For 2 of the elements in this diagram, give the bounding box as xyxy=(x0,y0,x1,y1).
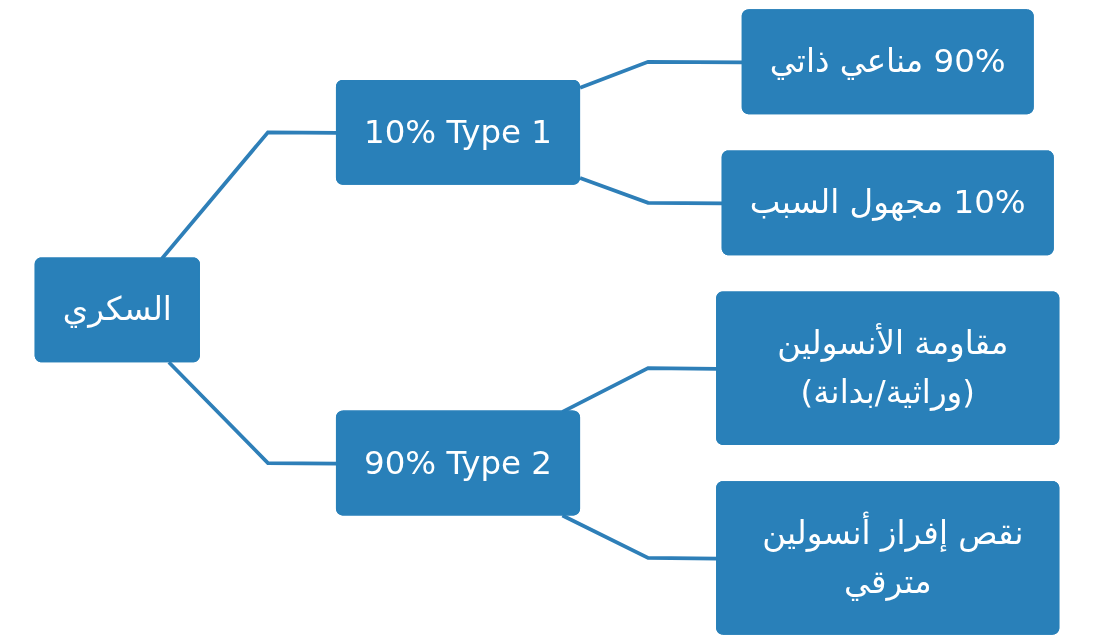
connector xyxy=(579,59,743,90)
connector xyxy=(579,176,723,206)
